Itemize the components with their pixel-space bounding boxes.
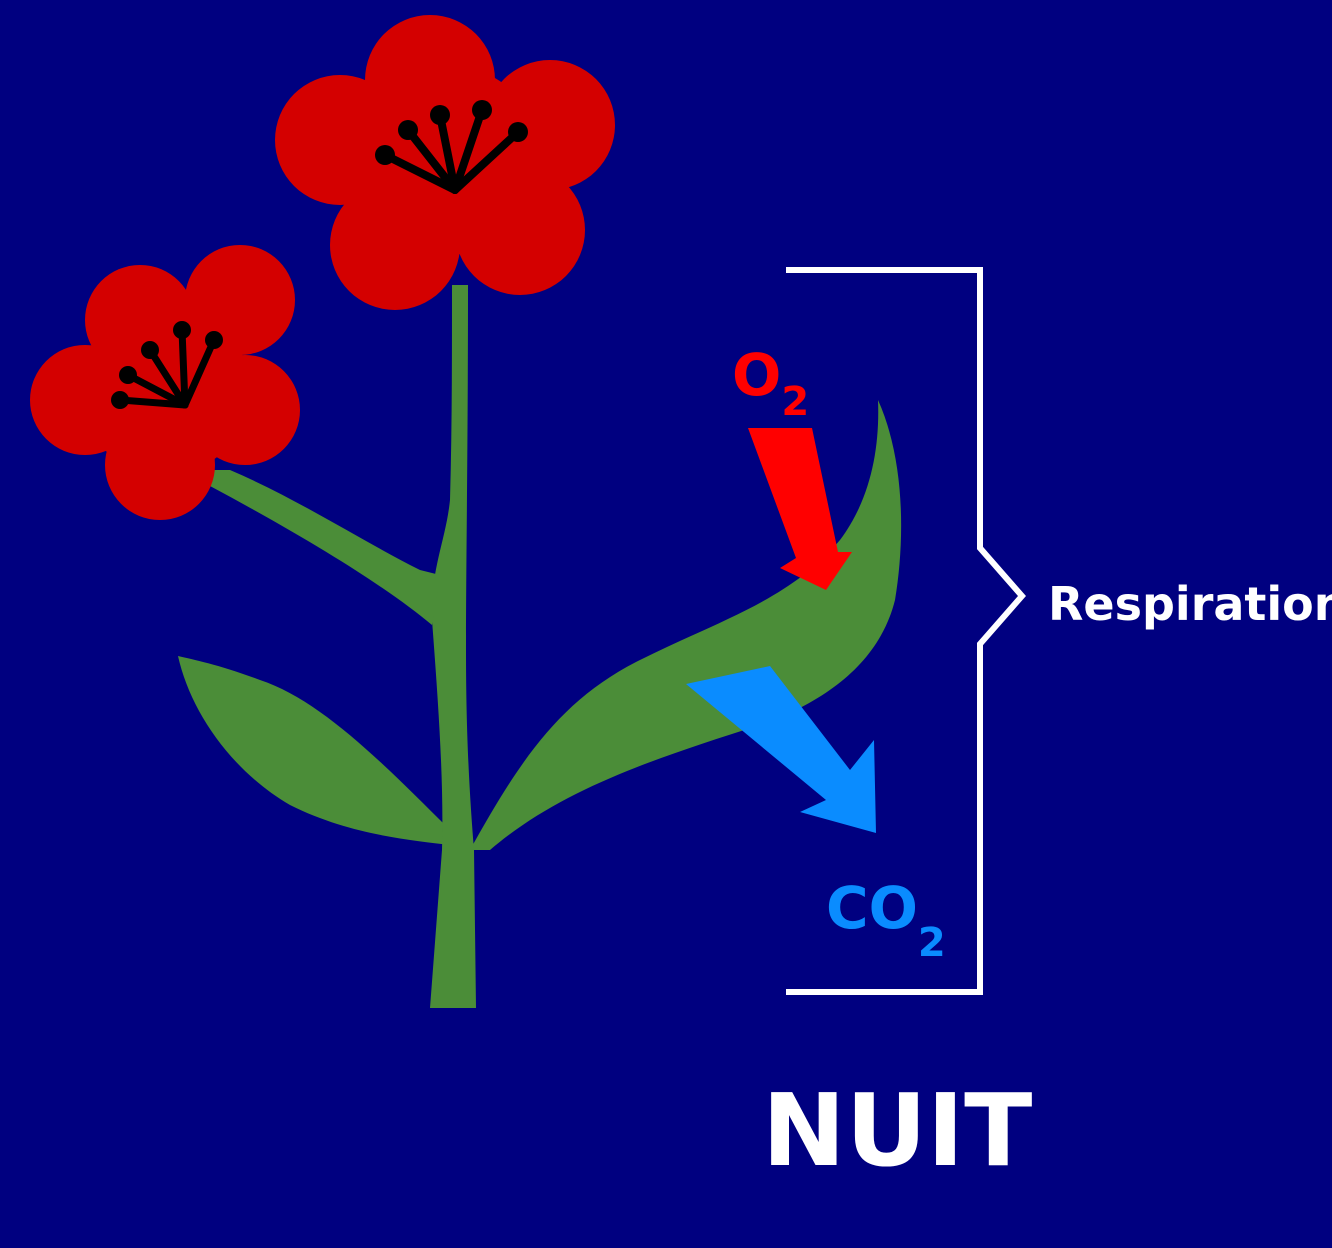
carbon-dioxide-subscript: 2 (918, 920, 946, 966)
night-label: NUIT (762, 1072, 1032, 1189)
carbon-dioxide-symbol: CO (826, 874, 918, 942)
oxygen-symbol: O (732, 341, 781, 409)
oxygen-subscript: 2 (781, 379, 809, 425)
respiration-label: Respiration (1048, 577, 1332, 631)
